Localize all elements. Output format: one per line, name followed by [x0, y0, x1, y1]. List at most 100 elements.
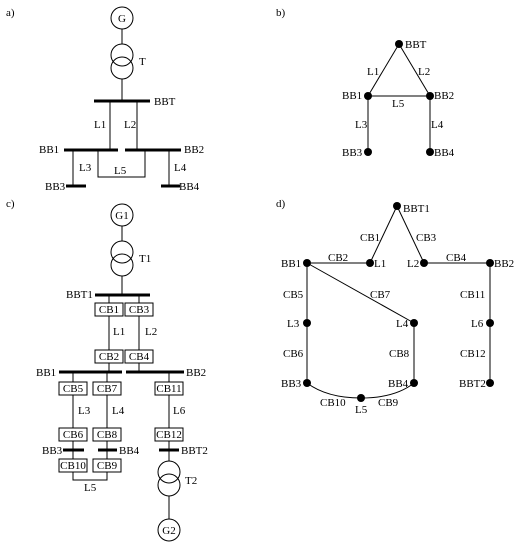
edge-cb6-label: CB6 — [283, 348, 304, 360]
edge-l3-label: L3 — [355, 119, 368, 131]
node-bbt — [395, 40, 403, 48]
breaker-cb12-label: CB12 — [156, 429, 182, 441]
edge-cb2-label: CB2 — [328, 252, 348, 264]
line-l2-label: L2 — [145, 326, 157, 338]
node-bbt1-label: BBT1 — [403, 203, 430, 215]
edge-cb1-label: CB1 — [360, 232, 380, 244]
panel-c-tag: c) — [6, 198, 15, 210]
transformer-t1-label: T1 — [139, 253, 151, 265]
node-l3-label: L3 — [287, 318, 300, 330]
edge-cb9 — [360, 382, 415, 399]
edge-cb5-label: CB5 — [283, 289, 304, 301]
busbar-bb3-label: BB3 — [45, 181, 66, 193]
line-l5 — [72, 472, 108, 481]
line-l5 — [97, 150, 146, 178]
edge-cb12-label: CB12 — [460, 348, 486, 360]
edge-cb3 — [396, 205, 425, 264]
line-l6-label: L6 — [173, 405, 186, 417]
busbar-bbt-label: BBT — [154, 96, 176, 108]
node-bbt1 — [393, 202, 401, 210]
line-l3-label: L3 — [79, 162, 92, 174]
node-l1-label: L1 — [374, 258, 386, 270]
node-bb1 — [364, 92, 372, 100]
panel-a-tag: a) — [6, 7, 15, 19]
busbar-bb1-label: BB1 — [36, 367, 56, 379]
node-bb3-label: BB3 — [342, 147, 363, 159]
node-bbt2 — [486, 379, 494, 387]
edge-l2 — [398, 43, 431, 97]
busbar-bbt1-label: BBT1 — [66, 289, 93, 301]
line-l5-label: L5 — [114, 165, 127, 177]
edge-l5-label: L5 — [392, 98, 405, 110]
busbar-bb4-label: BB4 — [119, 445, 140, 457]
node-bb1-label: BB1 — [281, 258, 301, 270]
node-bb4 — [426, 148, 434, 156]
panel-a: a) G T BBT L1 L2 BB1 BB2 L3 L4 L5 BB3 BB… — [6, 6, 204, 193]
transformer-t-symbol — [110, 43, 134, 80]
edge-cb7-label: CB7 — [370, 289, 391, 301]
breaker-cb11-label: CB11 — [156, 383, 181, 395]
breaker-cb2-label: CB2 — [99, 351, 119, 363]
line-l4-label: L4 — [174, 162, 187, 174]
breaker-cb8-label: CB8 — [97, 429, 118, 441]
generator-g2-label: G2 — [162, 525, 175, 537]
line-l2-label: L2 — [124, 119, 136, 131]
transformer-t2-label: T2 — [185, 475, 197, 487]
node-l5-label: L5 — [355, 404, 368, 416]
node-bb3 — [303, 379, 311, 387]
node-bbt-label: BBT — [405, 39, 427, 51]
breaker-cb6-label: CB6 — [63, 429, 84, 441]
panel-d-tag: d) — [276, 198, 286, 210]
node-bb2 — [426, 92, 434, 100]
panel-d: d) BBT1 CB1 CB3 BB1 CB2 L1 L2 CB4 BB2 — [276, 198, 514, 416]
node-bb4-label: BB4 — [434, 147, 455, 159]
node-l5 — [357, 394, 365, 402]
line-l5-label: L5 — [84, 482, 97, 494]
edge-cb11-label: CB11 — [460, 289, 485, 301]
generator-g-label: G — [118, 13, 126, 25]
edge-l1 — [367, 43, 400, 97]
node-bb1-label: BB1 — [342, 90, 362, 102]
edge-cb4-label: CB4 — [446, 252, 467, 264]
node-l4-label: L4 — [396, 318, 409, 330]
node-bb3 — [364, 148, 372, 156]
busbar-bb2-label: BB2 — [184, 144, 204, 156]
busbar-bb2-label: BB2 — [186, 367, 206, 379]
busbar-bb3-label: BB3 — [42, 445, 63, 457]
edge-cb1 — [369, 205, 398, 264]
breaker-cb10-label: CB10 — [60, 460, 86, 472]
edge-cb7 — [306, 262, 415, 324]
breaker-cb9-label: CB9 — [97, 460, 118, 472]
edge-l1-label: L1 — [367, 66, 379, 78]
busbar-bbt2-label: BBT2 — [181, 445, 208, 457]
node-bb2 — [486, 259, 494, 267]
transformer-t2-symbol — [157, 460, 181, 497]
panel-c: c) G1 T1 BBT1 CB1 L1 CB2 CB3 L2 CB4 BB1 — [6, 198, 208, 542]
transformer-t1-symbol — [110, 240, 134, 277]
edge-l2-label: L2 — [418, 66, 430, 78]
generator-g2-symbol — [157, 518, 181, 542]
busbar-bb1-label: BB1 — [39, 144, 59, 156]
edge-cb10 — [306, 382, 362, 399]
edge-cb8-label: CB8 — [389, 348, 410, 360]
node-l2-label: L2 — [407, 258, 419, 270]
breaker-cb4-label: CB4 — [129, 351, 150, 363]
node-bbt2-label: BBT2 — [459, 378, 486, 390]
edge-l4-label: L4 — [431, 119, 444, 131]
breaker-cb7-label: CB7 — [97, 383, 118, 395]
node-bb1 — [303, 259, 311, 267]
node-l4 — [410, 319, 418, 327]
breaker-cb5-label: CB5 — [63, 383, 84, 395]
line-l1-label: L1 — [113, 326, 125, 338]
node-bb4-label: BB4 — [388, 378, 409, 390]
line-l3-label: L3 — [78, 405, 91, 417]
line-l1-label: L1 — [94, 119, 106, 131]
busbar-bb4-label: BB4 — [179, 181, 200, 193]
node-l6-label: L6 — [471, 318, 484, 330]
node-bb4 — [410, 379, 418, 387]
edge-cb3-label: CB3 — [416, 232, 437, 244]
edge-cb9-label: CB9 — [378, 397, 399, 409]
node-l1 — [366, 259, 374, 267]
node-bb2-label: BB2 — [434, 90, 454, 102]
